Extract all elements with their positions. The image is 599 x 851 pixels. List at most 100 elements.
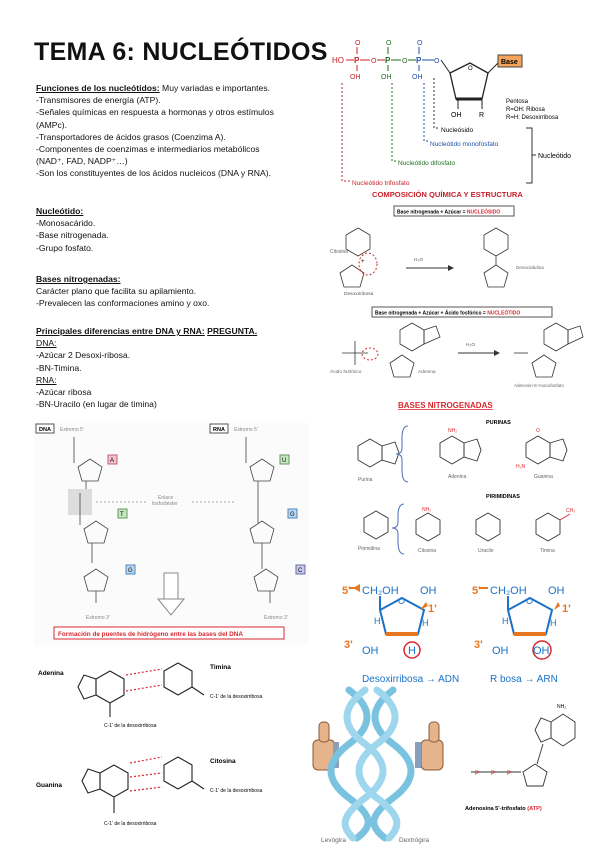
- c3-label-b: 3': [474, 639, 483, 651]
- dna-base-a: A: [110, 458, 114, 464]
- svg-text:NH₂: NH₂: [422, 507, 431, 513]
- dna-strand: [68, 437, 109, 603]
- thumbs-up-icon: [415, 721, 444, 771]
- ch2oh-b: CH₂OH: [490, 585, 527, 597]
- svg-text:O: O: [371, 58, 377, 65]
- svg-text:O: O: [526, 596, 533, 606]
- funciones-item: -Transportadores de ácidos grasos (Coenz…: [36, 131, 226, 142]
- deoxyribose-ring: [378, 596, 426, 635]
- difosfato-label: Nucleótido difosfato: [398, 160, 455, 167]
- page-title: TEMA 6: NUCLEÓTIDOS: [34, 38, 328, 66]
- svg-text:O: O: [468, 66, 473, 72]
- svg-text:P: P: [507, 771, 511, 777]
- guanina-label: Guanina: [534, 474, 553, 480]
- dna-tag: DNA: [39, 427, 51, 433]
- dna-base-t: T: [120, 512, 124, 518]
- funciones-intro: Muy variadas e importantes.: [159, 83, 271, 93]
- phosphate-chain: P P P: [475, 771, 511, 777]
- c1-label-3: C-1' de la desoxirribosa: [210, 788, 263, 794]
- oh-a1: OH: [420, 585, 437, 597]
- fosfodiester-label: fosfodiéster: [152, 501, 178, 507]
- svg-text:O: O: [536, 428, 540, 434]
- nucleotido-label: Nucleótido: [538, 153, 571, 160]
- extremo3b-label: Extremo 3': [264, 615, 288, 621]
- h-label: H: [374, 616, 381, 626]
- atp-label: Adenosina 5'-trifosfato (ATP): [465, 806, 542, 812]
- nucleotide-structure-figure: HO P O P O P O O O O OH OH OH O Base OH: [330, 33, 582, 199]
- amp-label: Adenosin-5'-monofosfato: [514, 383, 564, 388]
- diferencias-section: Principales diferencias entre DNA y RNA:…: [36, 325, 257, 410]
- svg-text:NH₂: NH₂: [557, 704, 566, 710]
- desoxicitidina-structure: [483, 227, 509, 288]
- rna-base-g: G: [290, 512, 295, 518]
- bases-item: Carácter plano que facilita su apilamien…: [36, 286, 197, 297]
- bases-section: Bases nitrogenadas: Carácter plano que f…: [36, 273, 209, 310]
- extremo5b-label: Extremo 5': [234, 427, 258, 433]
- nucleosido-label: Nucleósido: [441, 127, 474, 134]
- c1-label-4: C-1' de la desoxirribosa: [104, 821, 157, 827]
- box2-highlight: NUCLEÓTIDO: [487, 309, 520, 317]
- c1-label-b: 1': [562, 603, 571, 615]
- sugars-figure: 5' CH₂OH OH O 1' H H 3' OH H Desoxirribo…: [340, 570, 590, 688]
- h2o-label-2: H₂O: [466, 342, 475, 348]
- adenina-pair-label: Adenina: [38, 670, 64, 677]
- rna-strand: [245, 437, 279, 603]
- caption-b: R bosa → ARN: [490, 674, 558, 685]
- nucleotido-item: -Base nitrogenada.: [36, 230, 109, 241]
- caption-a: Desoxirribosa → ADN: [362, 674, 459, 685]
- funciones-heading: Funciones de los nucleótidos:: [36, 83, 160, 93]
- svg-text:Base nitrogenada + Azúcar + Ác: Base nitrogenada + Azúcar + Ácido fosfór…: [375, 309, 520, 317]
- c1-label-a: 1': [428, 603, 437, 615]
- funciones-item: -Transmisores de energía (ATP).: [36, 95, 161, 106]
- oh-label-2: OH: [381, 74, 392, 81]
- extremo3-label: Extremo 3': [86, 615, 110, 621]
- pregunta-tag: PREGUNTA.: [207, 326, 258, 336]
- bases-item: -Prevalecen las conformaciones amino y o…: [36, 298, 210, 309]
- c5-label-a: 5': [342, 585, 351, 597]
- pirimidina-structure: [363, 510, 389, 540]
- funciones-section: Funciones de los nucleótidos: Muy variad…: [36, 82, 274, 180]
- uracilo-label: Uracilo: [478, 548, 494, 554]
- oh-b2: OH: [492, 645, 509, 657]
- rna-item: -BN-Uracilo (en lugar de timina): [36, 399, 157, 410]
- hbonds-svg: Timina C-1' de la desoxirribosa Adenina …: [36, 662, 263, 827]
- h-label: H: [422, 618, 429, 628]
- nucleotido-heading: Nucleótido:: [36, 206, 84, 216]
- citosina-pair-label: Citosina: [210, 758, 236, 765]
- guanina-structure: [525, 435, 568, 465]
- rna-base-c: C: [298, 568, 303, 574]
- puentes-heading: Formación de puentes de hidrógeno entre …: [58, 631, 243, 638]
- phosphate-p1: P: [354, 56, 360, 65]
- dna-base-g: G: [128, 568, 133, 574]
- purinas-label: PURINAS: [486, 420, 511, 426]
- enlace-label: Enlace: [158, 495, 174, 501]
- rna-item: -Azúcar ribosa: [36, 387, 92, 398]
- ribose-ring: [506, 596, 554, 635]
- purina-label: Purina: [358, 477, 373, 483]
- c5-label-b: 5': [472, 585, 481, 597]
- citosina-structure: [345, 227, 371, 257]
- dna-item: -BN-Timina.: [36, 362, 82, 373]
- helix-atp-figure: Levógira Dextrógira NH₂ P P P Adenosina …: [305, 686, 595, 846]
- rna-base-u: U: [282, 458, 286, 464]
- funciones-item: (NAD⁺, FAD, NADP⁺…): [36, 156, 128, 167]
- nucleosido-box: [393, 205, 515, 217]
- nucleotide-structure-svg: HO P O P O P O O O O OH OH OH O Base OH: [332, 40, 571, 199]
- rna-tag: RNA: [213, 427, 225, 433]
- oh-b1: OH: [548, 585, 565, 597]
- funciones-item: -Componentes de coenzimas e intermediari…: [36, 144, 260, 155]
- pentosa-label: Pentosa: [506, 99, 529, 105]
- levogira-label: Levógira: [321, 837, 346, 844]
- timina-label: Timina: [540, 548, 555, 554]
- ho-label: HO: [332, 56, 344, 65]
- svg-text:CH₃: CH₃: [566, 508, 575, 514]
- funciones-item: -Señales químicas en respuesta a hormona…: [36, 107, 274, 118]
- r-label: R: [479, 112, 484, 119]
- citosina-label: Citosina: [330, 249, 348, 255]
- dextrogira-label: Dextrógira: [399, 837, 429, 844]
- adenina-label: Adenina: [448, 474, 467, 480]
- svg-text:+: +: [361, 259, 365, 265]
- h-label: H: [502, 616, 509, 626]
- right-helix: [355, 686, 415, 842]
- box2-text: Base nitrogenada + Azúcar + Ácido fosfór…: [375, 310, 487, 317]
